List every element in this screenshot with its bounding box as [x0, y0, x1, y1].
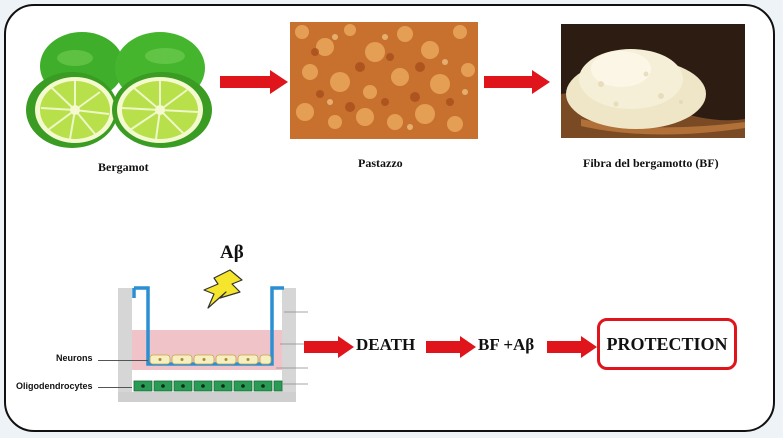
- fiber-powder-spoon-icon: [561, 24, 745, 138]
- protection-label: PROTECTION: [606, 334, 727, 355]
- arrow-right-icon: [547, 336, 597, 363]
- pastazzo-pulp-icon: [290, 22, 478, 139]
- neurons-pointer-line: [98, 360, 148, 361]
- arrow-right-icon: [304, 336, 354, 363]
- transwell-coculture-icon: [112, 284, 312, 411]
- bergamot-label: Bergamot: [98, 160, 149, 175]
- oligodendrocytes-label: Oligodendrocytes: [16, 381, 93, 391]
- neurons-label: Neurons: [56, 353, 93, 363]
- bergamot-fruit-icon: [20, 28, 220, 150]
- death-label: DEATH: [356, 335, 415, 355]
- arrow-right-icon: [484, 70, 550, 99]
- arrow-right-icon: [426, 336, 476, 363]
- treatment-label: BF +Aβ: [478, 335, 534, 355]
- protection-box: PROTECTION: [597, 318, 737, 370]
- oligodendrocytes-pointer-line: [98, 387, 132, 388]
- fiber-label: Fibra del bergamotto (BF): [583, 156, 719, 171]
- abeta-label: Aβ: [220, 242, 244, 264]
- arrow-right-icon: [220, 70, 288, 99]
- pastazzo-label: Pastazzo: [358, 156, 403, 171]
